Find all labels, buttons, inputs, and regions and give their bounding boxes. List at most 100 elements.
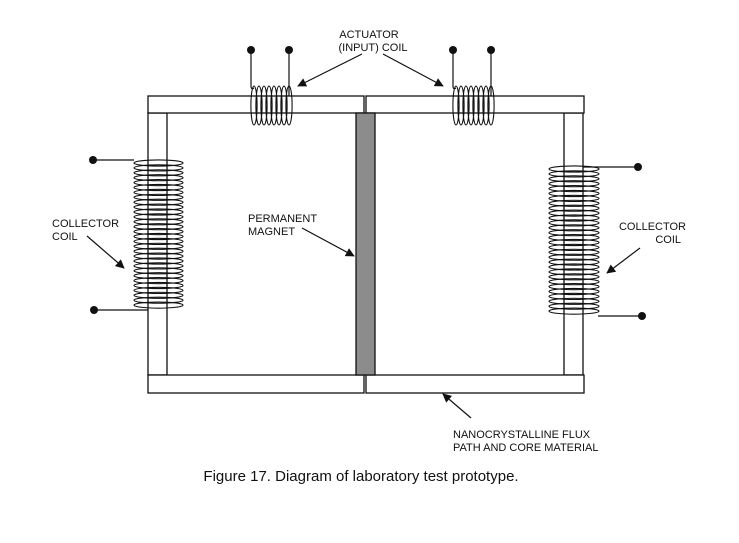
coil-turn	[133, 193, 184, 201]
coil-turn	[548, 229, 600, 237]
coil-turn	[133, 281, 184, 290]
coil-turn	[133, 267, 184, 275]
coil-turn	[548, 248, 600, 256]
coil-turn	[548, 287, 600, 296]
label-actuator-line2: (INPUT) COIL	[338, 42, 407, 54]
coil-turn	[133, 301, 184, 309]
coil-turn	[133, 286, 184, 294]
coil-turn	[133, 232, 184, 241]
coil-turn	[548, 268, 600, 276]
coil-turn	[548, 273, 600, 281]
coil-turn	[133, 169, 184, 177]
coil-turn	[452, 85, 460, 126]
coil-turn	[133, 291, 184, 299]
coil-turn	[133, 159, 184, 167]
coil-turn	[467, 85, 475, 126]
label-magnet-line1: PERMANENT	[248, 213, 317, 225]
coil-turn	[265, 85, 273, 126]
coil-turn	[548, 243, 600, 251]
permanent-magnet	[355, 112, 376, 376]
coil-turn	[548, 180, 600, 188]
coil-turn	[548, 253, 600, 261]
collector-coil-left	[133, 159, 184, 309]
coil-turn	[133, 223, 184, 231]
coil-turn	[275, 85, 283, 126]
label-collector-left-line2: COIL	[52, 231, 78, 243]
coil-turn	[133, 164, 184, 172]
coil-turn	[255, 85, 263, 126]
coil-turn	[548, 185, 600, 193]
coil-turn	[270, 85, 278, 126]
terminal-dot	[89, 156, 97, 164]
terminal-dot	[638, 312, 646, 320]
arrow-collector-left	[86, 235, 125, 269]
coil-turn	[133, 277, 184, 285]
coil-turn	[548, 209, 600, 217]
coil-turn	[548, 194, 600, 202]
terminal-dot	[487, 46, 495, 54]
core-bottom-bar-left	[147, 374, 365, 394]
coil-turn	[477, 85, 485, 126]
coil-turn	[133, 213, 184, 221]
coil-turn	[280, 85, 288, 126]
coil-turn	[548, 283, 600, 291]
terminal-dot	[285, 46, 293, 54]
core-top-bar-right	[365, 95, 585, 114]
coil-turn	[133, 179, 184, 187]
coil-turn	[548, 258, 600, 266]
coil-turn	[133, 257, 184, 265]
terminal-dot	[634, 163, 642, 171]
label-flux-line2: PATH AND CORE MATERIAL	[453, 442, 598, 454]
coil-turn	[133, 218, 184, 226]
coil-turn	[133, 296, 184, 304]
coil-turn	[548, 175, 600, 183]
coil-turn	[133, 252, 184, 260]
label-magnet-line2: MAGNET	[248, 226, 295, 238]
figure-caption: Figure 17. Diagram of laboratory test pr…	[203, 468, 518, 485]
coil-turn	[133, 262, 184, 270]
coil-turn	[133, 228, 184, 236]
coil-turn	[133, 198, 184, 206]
arrow-actuator-left	[297, 53, 363, 87]
arrow-collector-right	[606, 247, 641, 274]
coil-turn	[548, 292, 600, 300]
coil-turn	[133, 242, 184, 250]
coil-turn	[548, 263, 600, 271]
coil-turn	[133, 183, 184, 192]
coil-turn	[250, 85, 258, 126]
coil-turn	[548, 234, 600, 242]
coil-turn	[462, 85, 470, 126]
coil-turn	[133, 208, 184, 216]
coil-turn	[133, 188, 184, 196]
arrow-flux-path	[442, 393, 472, 419]
coil-turn	[548, 165, 600, 173]
terminal-dots	[89, 46, 646, 320]
coil-turn	[472, 85, 480, 126]
actuator-coil-left	[250, 85, 293, 126]
coil-turn	[548, 238, 600, 247]
coil-turn	[548, 204, 600, 212]
coil-turn	[548, 199, 600, 207]
coil-turn	[548, 307, 600, 315]
collector-coil-right	[548, 165, 600, 315]
arrow-actuator-right	[382, 53, 444, 87]
coil-turn	[548, 278, 600, 286]
arrow-magnet	[301, 227, 355, 257]
coil-turn	[548, 189, 600, 198]
callout-arrows	[86, 53, 641, 419]
coil-turn	[548, 302, 600, 310]
label-flux-line1: NANOCRYSTALLINE FLUX	[453, 429, 591, 441]
terminal-dot	[449, 46, 457, 54]
coil-turn	[548, 214, 600, 222]
coil-turn	[133, 272, 184, 280]
label-collector-left-line1: COLLECTOR	[52, 218, 119, 230]
label-actuator-line1: ACTUATOR	[339, 29, 399, 41]
coil-turn	[133, 174, 184, 182]
label-collector-right-line2: COIL	[655, 234, 681, 246]
terminal-dot	[90, 306, 98, 314]
coil-turn	[133, 237, 184, 245]
core-bottom-bar-right	[365, 374, 585, 394]
labels: ACTUATOR (INPUT) COIL COLLECTOR COIL PER…	[52, 29, 686, 454]
label-collector-right-line1: COLLECTOR	[619, 221, 686, 233]
